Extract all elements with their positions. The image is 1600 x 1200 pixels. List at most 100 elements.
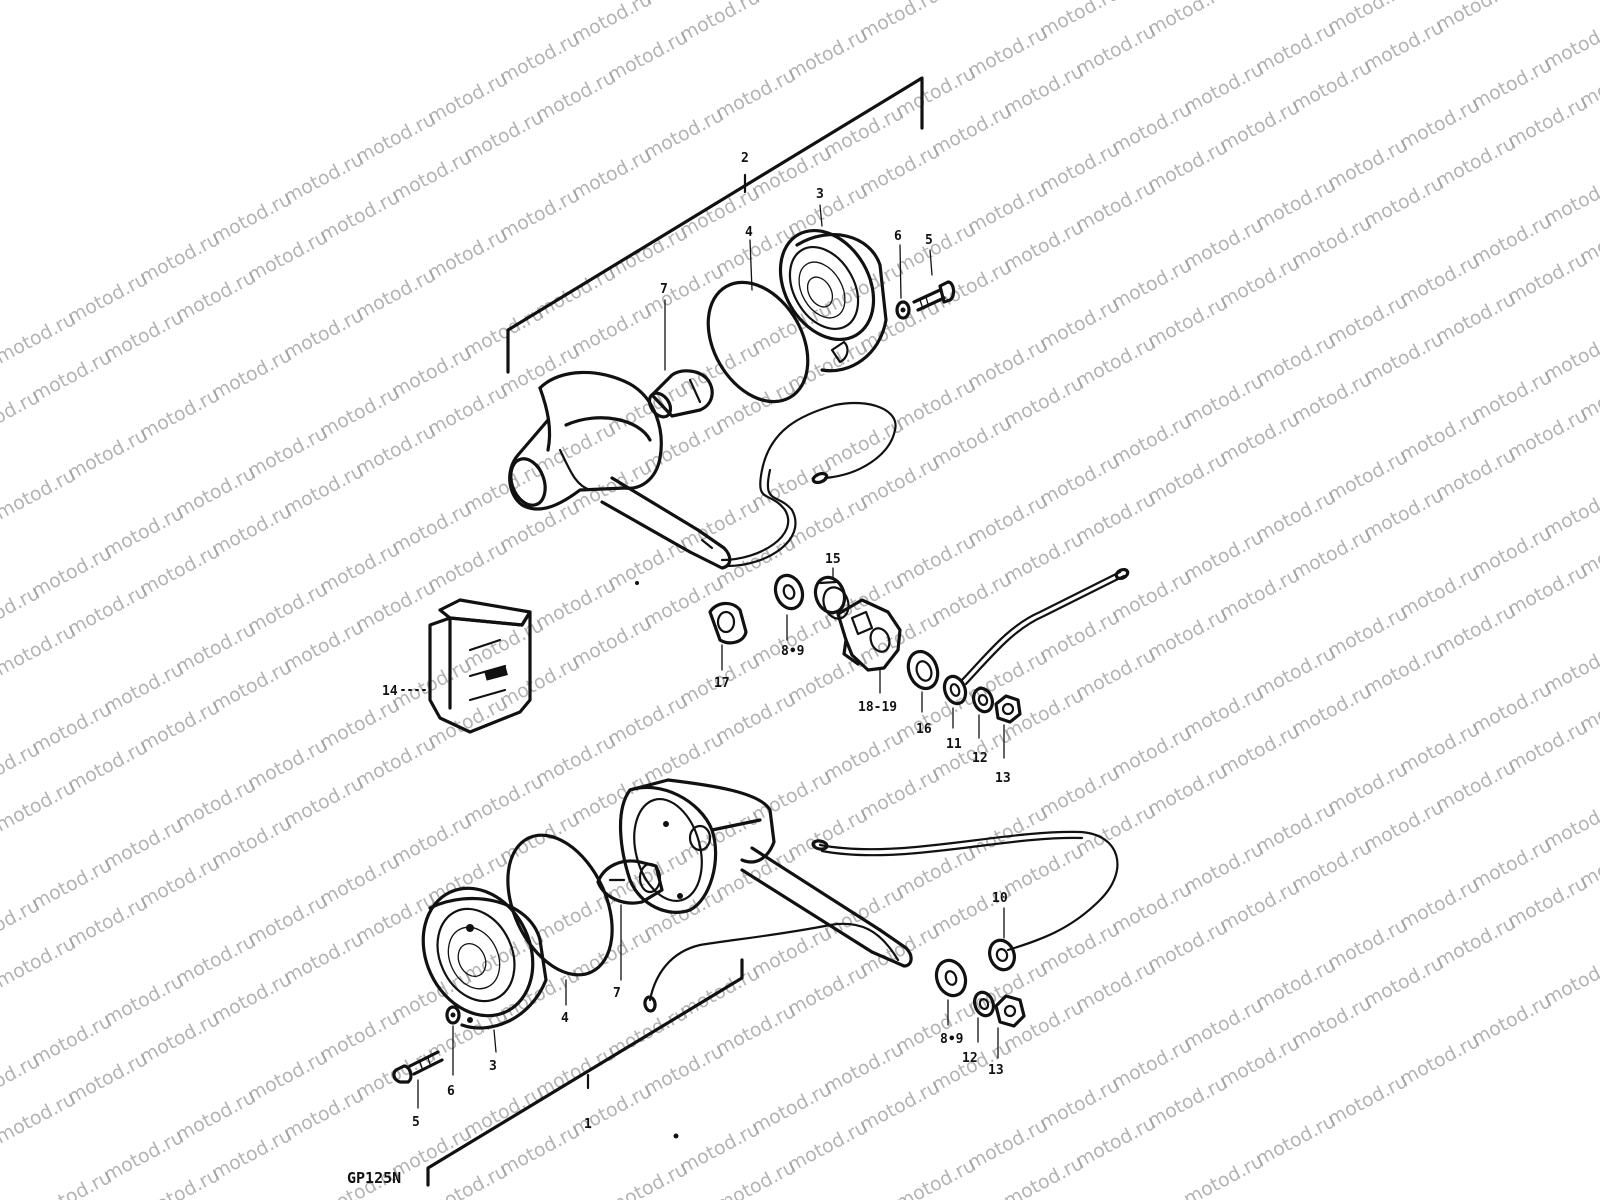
watermark-text: motod.ru (100, 306, 187, 366)
watermark-text: motod.ru (640, 260, 727, 320)
nut-13-upper (994, 694, 1022, 724)
watermark-text: motod.ru (784, 24, 871, 84)
callout-cushion-16: 16 (916, 722, 932, 737)
watermark-text: motod.ru (1504, 92, 1591, 152)
watermark-text: motod.ru (1288, 836, 1375, 896)
watermark-text: motod.ru (64, 1048, 151, 1108)
watermark-text: motod.ru (1144, 1072, 1231, 1132)
watermark-text: motod.ru (856, 140, 943, 200)
watermark-text: motod.ru (1504, 872, 1591, 932)
watermark-text: motod.ru (136, 384, 223, 444)
watermark-text: motod.ru (1072, 644, 1159, 704)
watermark-text: motod.ru (64, 892, 151, 952)
watermark-text: motod.ru (280, 460, 367, 520)
watermark-text: motod.ru (856, 1076, 943, 1136)
watermark-text: motod.ru (676, 338, 763, 398)
watermark-text: motod.ru (1216, 1032, 1303, 1092)
watermark-text: motod.ru (676, 0, 763, 46)
watermark-text: motod.ru (1360, 484, 1447, 544)
grommet-17 (708, 601, 748, 645)
watermark-text: motod.ru (1000, 216, 1087, 276)
callout-lower-lens: 3 (489, 1059, 497, 1074)
lock-washer-12-lower (972, 990, 996, 1018)
watermark-text: motod.ru (172, 930, 259, 990)
mounting-bracket (836, 598, 902, 672)
watermark-text: motod.ru (244, 734, 331, 794)
cushion-16 (906, 649, 940, 691)
watermark-text: motod.ru (1396, 562, 1483, 622)
callout-upper-washer: 6 (894, 229, 902, 244)
watermark-text: motod.ru (532, 418, 619, 478)
watermark-text: motod.ru (1324, 602, 1411, 662)
watermark-text: motod.ru (244, 890, 331, 950)
watermark-text: motod.ru (100, 970, 187, 1030)
watermark-text: motod.ru (28, 542, 115, 602)
watermark-text: motod.ru (172, 266, 259, 326)
watermark-text: motod.ru (1396, 1030, 1483, 1090)
watermark-text: motod.ru (1072, 176, 1159, 236)
watermark-text: motod.ru (1072, 332, 1159, 392)
upper-wire-harness (720, 401, 897, 568)
watermark-text: motod.ru (1180, 682, 1267, 742)
callout-lower-gasket: 4 (561, 1011, 569, 1026)
watermark-text: motod.ru (1144, 0, 1231, 40)
watermark-text: motod.ru (1252, 174, 1339, 234)
watermark-text: motod.ru (100, 658, 187, 718)
watermark-text: motod.ru (748, 610, 835, 670)
watermark-text: motod.ru (316, 1006, 403, 1066)
callout-upper-screw: 5 (925, 233, 933, 248)
watermark-text: motod.ru (1108, 1034, 1195, 1094)
watermark-text: motod.ru (1072, 488, 1159, 548)
watermark-text: motod.ru (568, 0, 655, 48)
watermark-text: motod.ru (28, 698, 115, 758)
watermark-text: motod.ru (1324, 0, 1411, 38)
watermark-text: motod.ru (64, 268, 151, 328)
callout-grommet-15: 15 (825, 552, 841, 567)
watermark-text: motod.ru (1180, 58, 1267, 118)
watermark-text: motod.ru (856, 0, 943, 44)
watermark-text: motod.ru (1432, 288, 1519, 348)
watermark-text: motod.ru (640, 1040, 727, 1100)
watermark-text: motod.ru (280, 928, 367, 988)
watermark-text: motod.ru (604, 26, 691, 86)
watermark-text: motod.ru (1036, 918, 1123, 978)
watermark-text: motod.ru (280, 148, 367, 208)
watermark-text: motod.ru (460, 1082, 547, 1142)
watermark-text: motod.ru (1468, 678, 1555, 738)
watermark-text: motod.ru (208, 500, 295, 560)
watermark-text: motod.ru (532, 730, 619, 790)
watermark-text: motod.ru (1252, 1110, 1339, 1170)
watermark-text: motod.ru (1072, 20, 1159, 80)
watermark-text: motod.ru (136, 696, 223, 756)
watermark-text: motod.ru (1432, 0, 1519, 36)
watermark-text: motod.ru (820, 414, 907, 474)
watermark-text: motod.ru (568, 612, 655, 672)
watermark-text: motod.ru (1432, 132, 1519, 192)
watermark-text: motod.ru (964, 334, 1051, 394)
watermark-text: motod.ru (316, 186, 403, 246)
watermark-text: motod.ru (1072, 1112, 1159, 1172)
watermark-text: motod.ru (856, 452, 943, 512)
watermark-text: motod.ru (604, 222, 691, 282)
watermark-text: motod.ru (640, 884, 727, 944)
watermark-text: motod.ru (604, 378, 691, 438)
watermark-text: motod.ru (208, 656, 295, 716)
callout-nut-13-upper: 13 (995, 771, 1011, 786)
watermark-text: motod.ru (64, 580, 151, 640)
watermark-text: motod.ru (280, 304, 367, 364)
watermark-text: motod.ru (1108, 254, 1195, 314)
watermark-text: motod.ru (1180, 1150, 1267, 1200)
upper-signal-lens (778, 228, 888, 373)
watermark-text: motod.ru (100, 502, 187, 562)
watermark-text: motod.ru (172, 462, 259, 522)
watermark-text: motod.ru (1540, 14, 1600, 74)
watermark-text: motod.ru (496, 1120, 583, 1180)
watermark-text: motod.ru (1504, 560, 1591, 620)
watermark-text: motod.ru (928, 100, 1015, 160)
watermark-text: motod.ru (1000, 684, 1087, 744)
watermark-text: motod.ru (316, 850, 403, 910)
watermark-text: motod.ru (1504, 248, 1591, 308)
watermark-text: motod.ru (424, 536, 511, 596)
ring-terminal-11 (942, 567, 1130, 706)
watermark-text: motod.ru (1540, 950, 1600, 1010)
